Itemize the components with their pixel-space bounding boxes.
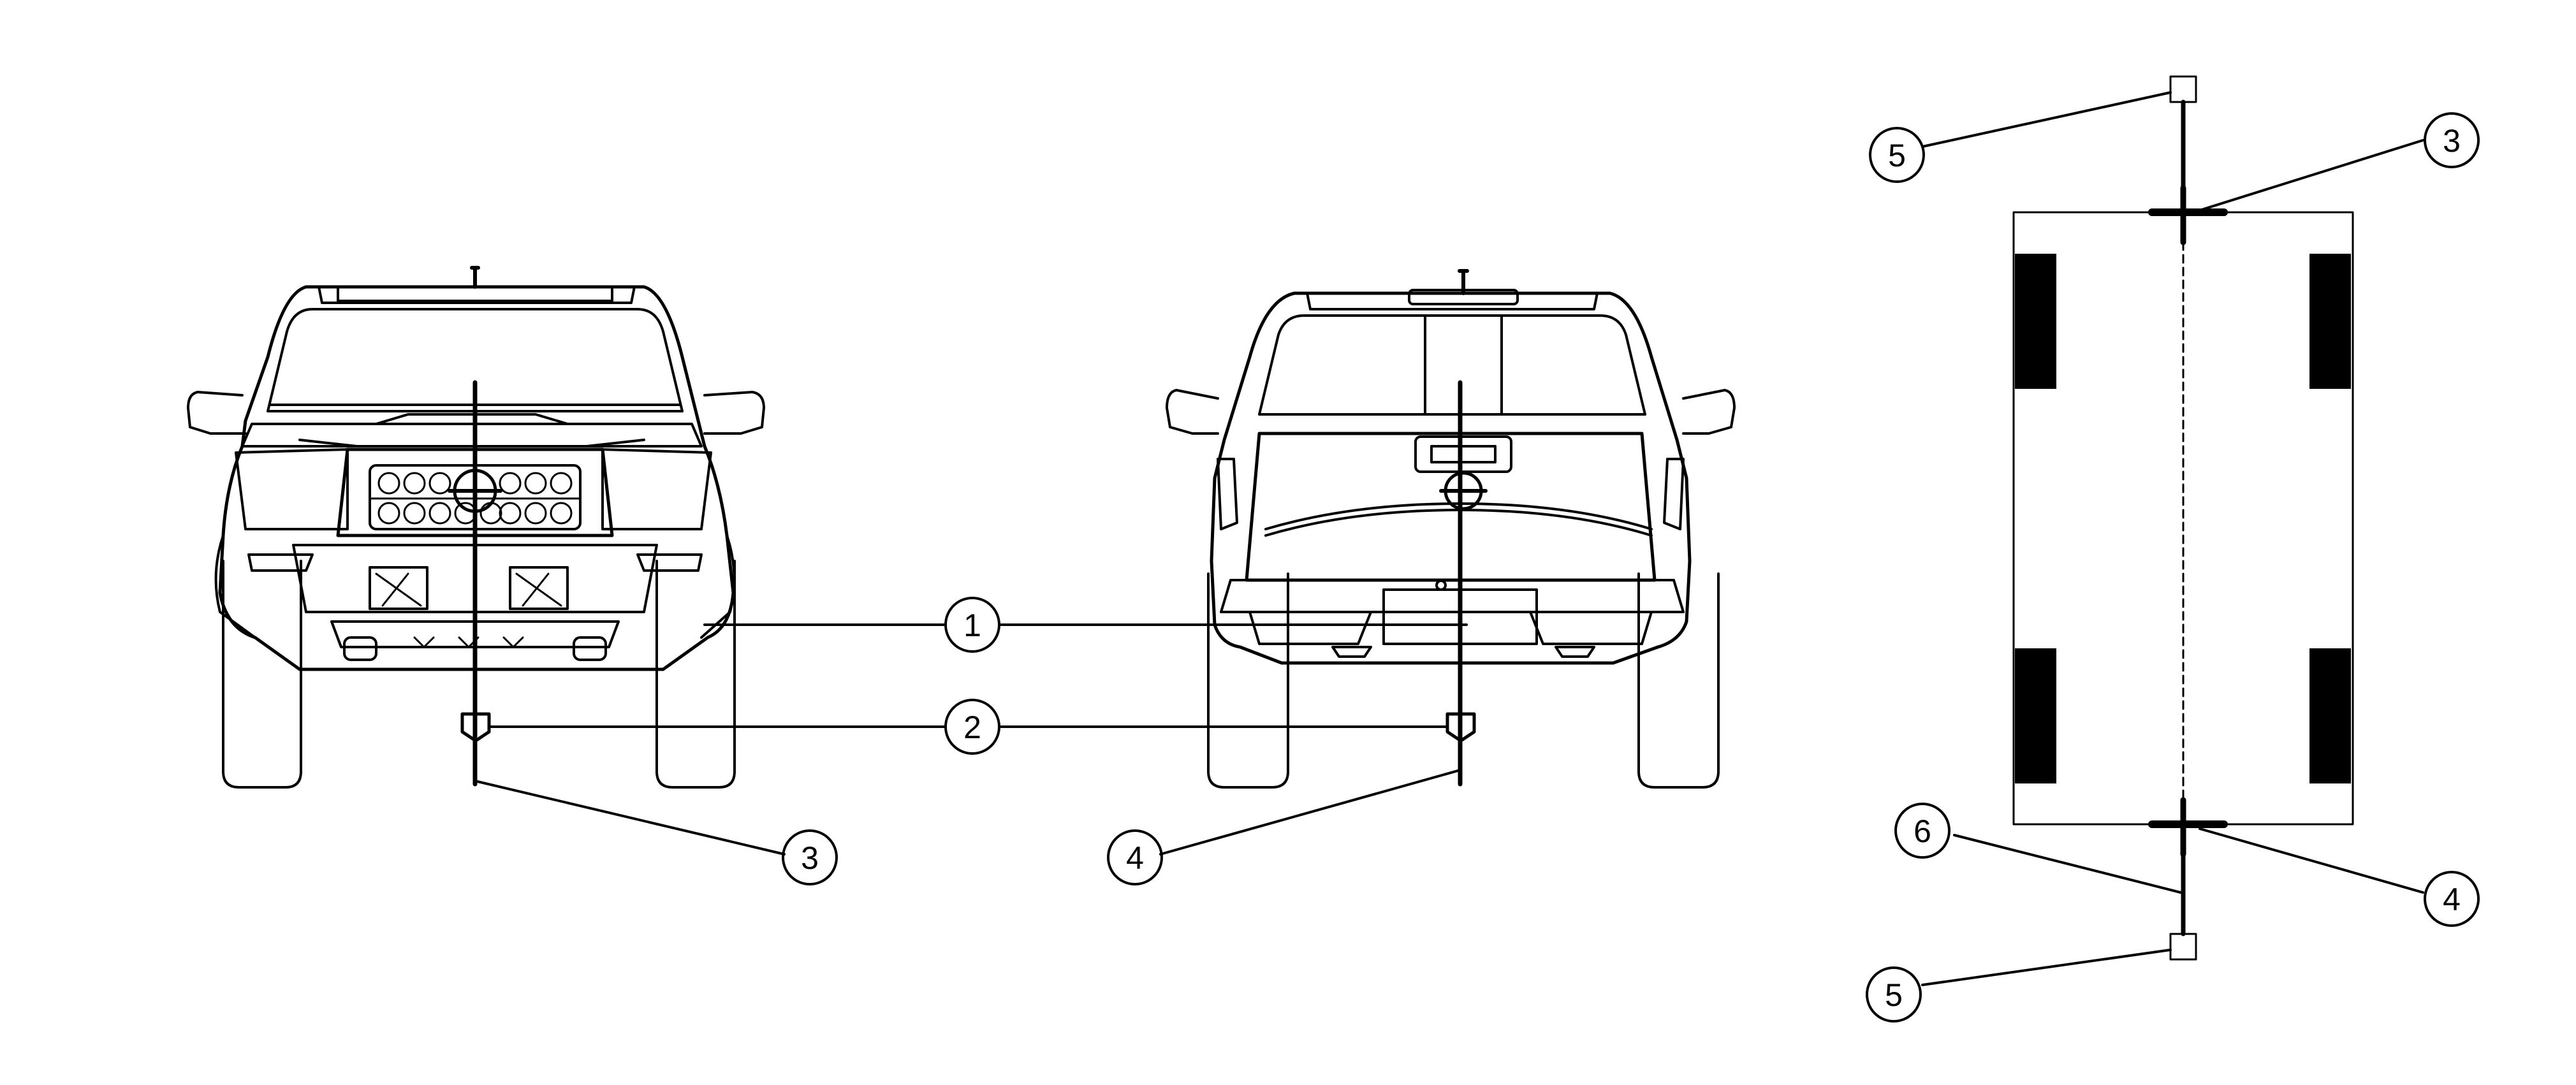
svg-text:2: 2 bbox=[963, 710, 981, 745]
svg-text:5: 5 bbox=[1885, 977, 1903, 1013]
svg-text:3: 3 bbox=[801, 840, 819, 876]
leader-lines-side bbox=[474, 623, 1468, 856]
leader-lines-top bbox=[1921, 91, 2424, 986]
callout-3-front: 3 bbox=[782, 829, 838, 885]
front-plumb-bob bbox=[460, 712, 491, 743]
top-view-wheel-rear-left bbox=[2015, 648, 2056, 783]
front-view-truck bbox=[187, 266, 765, 789]
top-view-wheel-rear-right bbox=[2309, 648, 2351, 783]
svg-text:5: 5 bbox=[1888, 138, 1906, 173]
callout-6: 6 bbox=[1894, 803, 1950, 859]
top-view-center-marks bbox=[2148, 185, 2228, 857]
callout-4-top: 4 bbox=[2424, 871, 2480, 927]
callout-5-bottom: 5 bbox=[1866, 966, 1922, 1023]
top-stake bbox=[2169, 75, 2197, 103]
callout-4-rear: 4 bbox=[1107, 829, 1163, 885]
svg-text:6: 6 bbox=[1914, 813, 1931, 849]
callout-2: 2 bbox=[944, 699, 1000, 755]
svg-text:3: 3 bbox=[2443, 123, 2461, 159]
callout-3-top: 3 bbox=[2424, 112, 2480, 168]
svg-text:4: 4 bbox=[1126, 840, 1144, 876]
svg-text:4: 4 bbox=[2443, 882, 2461, 917]
svg-text:1: 1 bbox=[963, 608, 981, 643]
bottom-stake bbox=[2169, 933, 2197, 961]
callout-1: 1 bbox=[944, 597, 1000, 653]
top-view-vehicle bbox=[2012, 211, 2354, 826]
rear-view-truck bbox=[1166, 269, 1736, 789]
rear-plumb-bob bbox=[1445, 712, 1476, 743]
top-view-wheel-front-right bbox=[2309, 254, 2351, 389]
callout-5-top: 5 bbox=[1869, 127, 1925, 183]
top-view-wheel-front-left bbox=[2015, 254, 2056, 389]
